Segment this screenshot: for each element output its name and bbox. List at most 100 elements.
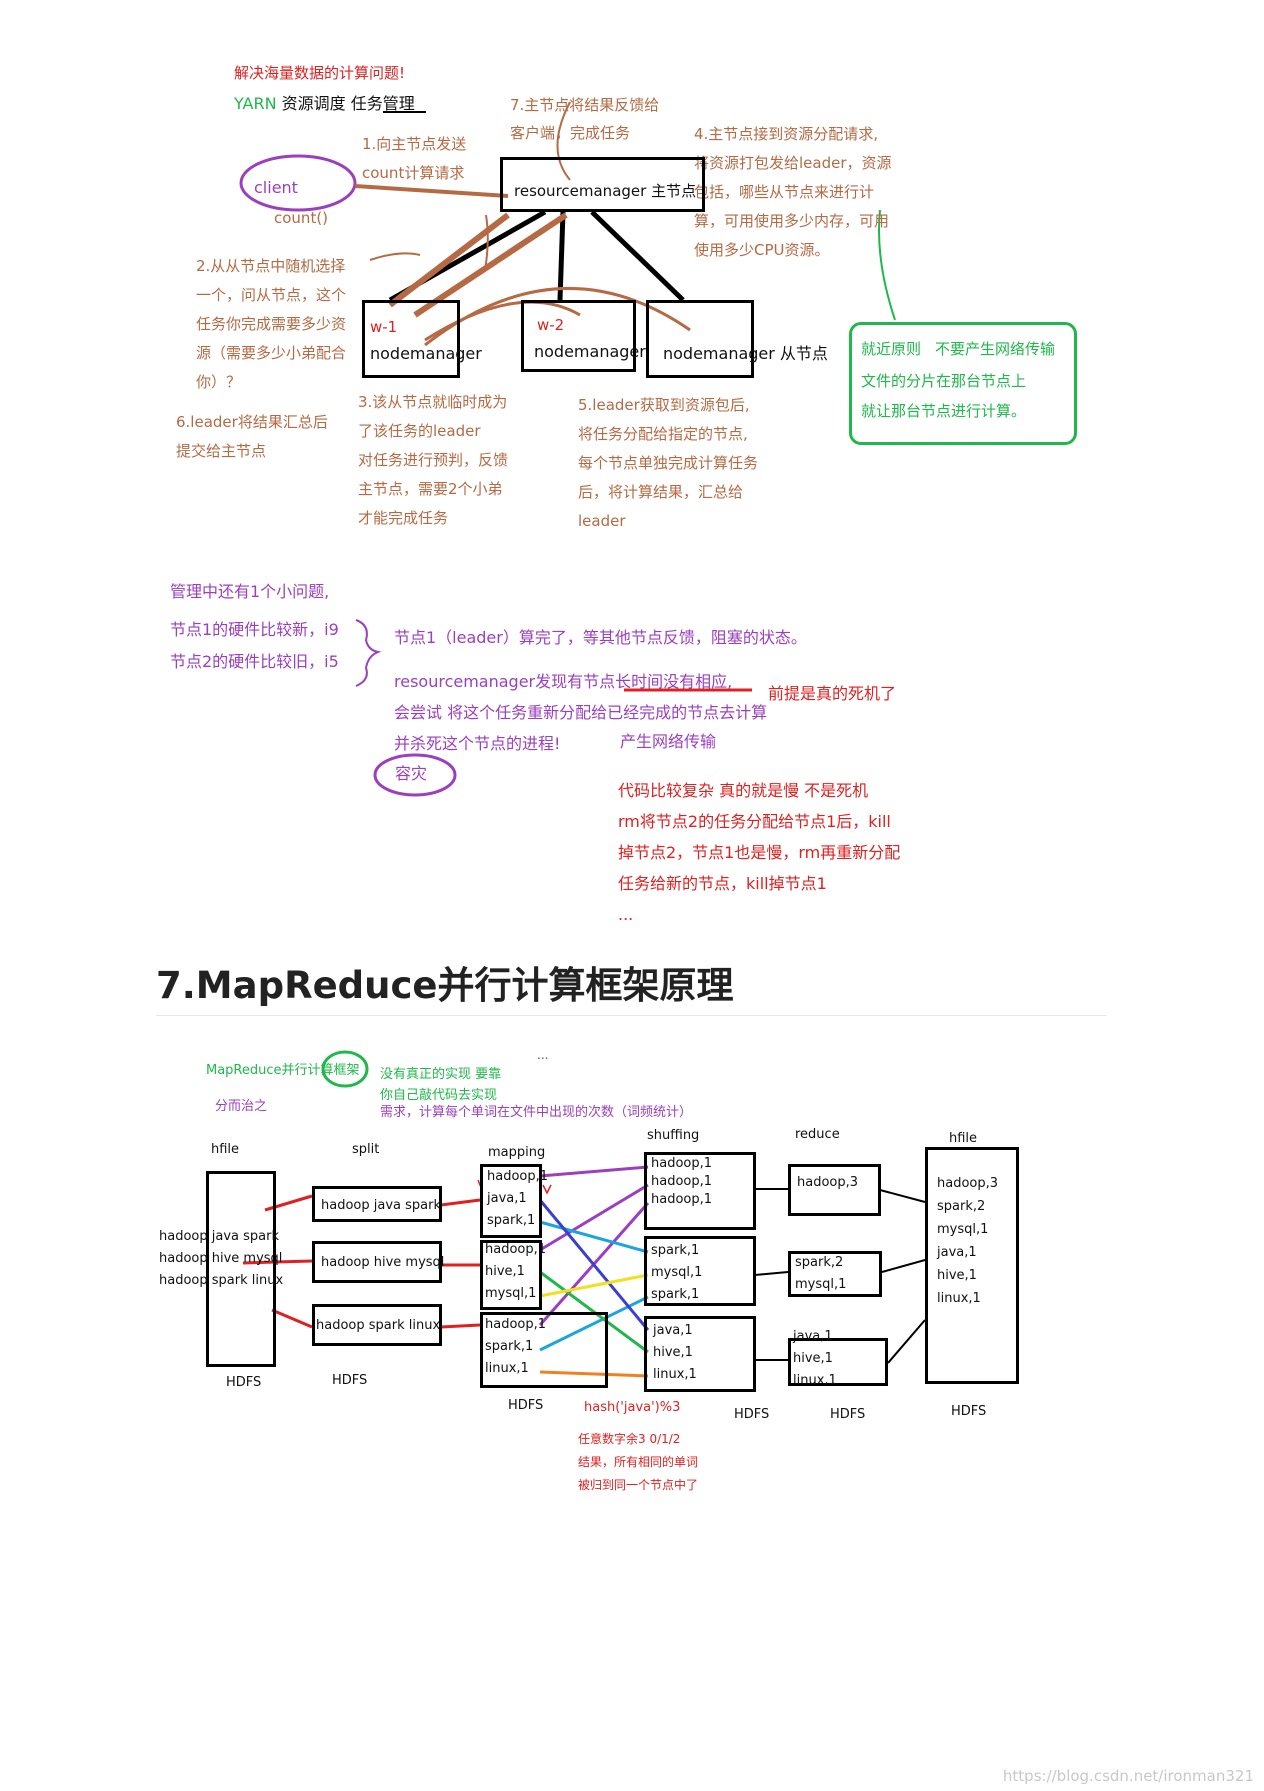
output-row-6: linux,1	[937, 1291, 981, 1306]
divide-label: 分而治之	[215, 1099, 268, 1114]
nodemanager-2-label: nodemanager	[534, 342, 646, 361]
squiggle-arrow-2	[484, 214, 489, 271]
output-list: hadoop,3 spark,2 mysql,1 java,1 hive,1 l…	[937, 1172, 998, 1310]
rm-nm3-line	[590, 210, 685, 302]
step4-line4: 算，可用使用多少内存，可用	[694, 212, 890, 230]
yarn-manage: 管理	[382, 94, 415, 113]
para1: 节点1（leader）算完了，等其他节点反馈，阻塞的状态。	[394, 628, 807, 647]
hdfs-label-1: HDFS	[226, 1375, 262, 1390]
shuf-3-list: java,1 hive,1 linux,1	[653, 1320, 697, 1386]
disaster-label: 容灾	[395, 764, 428, 783]
proximity-line3: 就让那台节点进行计算。	[861, 402, 1027, 420]
header-shuffing: shuffing	[647, 1128, 700, 1143]
para3: 会尝试 将这个任务重新分配给已经完成的节点去计算	[394, 703, 768, 722]
step5-line1: 5.leader获取到资源包后,	[578, 396, 750, 414]
header-hfile-in: hfile	[211, 1142, 240, 1157]
para4: 并杀死这个节点的进程!	[394, 734, 561, 753]
output-row-2: spark,2	[937, 1199, 986, 1214]
step6-line1: 6.leader将结果汇总后	[176, 413, 328, 431]
reduce-1-row-1: hadoop,3	[797, 1175, 859, 1190]
output-row-4: java,1	[937, 1245, 977, 1260]
shuf-3-row-2: hive,1	[653, 1345, 693, 1360]
hash-note-2: 结果，所有相同的单词	[578, 1455, 699, 1469]
framework-circle	[321, 1050, 369, 1088]
hdfs-label-5: HDFS	[830, 1407, 866, 1422]
reduce-2-row-2: mysql,1	[795, 1277, 847, 1292]
para2-c: ,	[727, 672, 733, 691]
map-2-row-2: hive,1	[485, 1264, 525, 1279]
w2-label: w-2	[537, 316, 565, 334]
reduce-2-list: spark,2 mysql,1	[795, 1252, 846, 1296]
resourcemanager-label: resourcemanager 主节点	[514, 182, 697, 200]
map-3-list: hadoop,1 spark,1 linux,1	[485, 1314, 546, 1380]
proximity-line1: 不要产生网络传输	[935, 340, 1056, 358]
resourcemanager-box	[500, 157, 705, 212]
input-line-1: hadoop java spark	[159, 1229, 279, 1244]
map-1-row-1: hadoop,1	[487, 1169, 549, 1184]
step4-line3: 包括，哪些从节点来进行计	[694, 183, 875, 201]
hash-note-3: 被归到同一个节点中了	[578, 1478, 699, 1492]
yarn-title: YARN 资源调度 任务管理	[234, 94, 415, 114]
step4-line5: 使用多少CPU资源。	[694, 241, 830, 259]
header-reduce: reduce	[795, 1127, 840, 1142]
para2-b: 长时间没有相应	[615, 672, 728, 691]
map-2-row-3: mysql,1	[485, 1286, 537, 1301]
reduce-out-line-1	[879, 1189, 926, 1203]
output-hfile-box	[925, 1147, 1019, 1384]
step1-line1: 1.向主节点发送	[362, 135, 467, 153]
rm-nm2-line	[557, 211, 566, 301]
spark-line-2	[539, 1295, 649, 1352]
hdfs-label-6: HDFS	[951, 1404, 987, 1419]
nodemanager-3-box	[646, 300, 754, 378]
input-line-3: hadoop spark linux	[159, 1273, 284, 1288]
step3-line3: 对任务进行预判，反馈	[358, 451, 509, 469]
step3-line2: 了该任务的leader	[358, 422, 481, 440]
red-note-1: 代码比较复杂 真的就是慢 不是死机	[618, 781, 869, 800]
step5-line2: 将任务分配给指定的节点,	[578, 425, 748, 443]
proximity-box	[849, 322, 1077, 445]
step2-text: 2.从从节点中随机选择 一个，问从节点，这个 任务你完成需要多少资 源（需要多少…	[196, 252, 346, 397]
hdfs-label-2: HDFS	[332, 1373, 368, 1388]
reduce-box-2	[788, 1251, 882, 1297]
shuf-1-row-1: hadoop,1	[651, 1156, 713, 1171]
step1-line2: count计算请求	[362, 164, 465, 182]
java-line	[538, 1199, 650, 1331]
proximity-line2: 文件的分片在那台节点上	[861, 372, 1027, 390]
shuf-2-row-3: spark,1	[651, 1287, 700, 1302]
shuf-reduce-line-2	[754, 1271, 789, 1276]
step5-line4: 后，将计算结果，汇总给	[578, 483, 744, 501]
shuf-3-row-1: java,1	[653, 1323, 693, 1338]
reduce-box-3	[788, 1338, 888, 1386]
map-2-row-1: hadoop,1	[485, 1242, 547, 1257]
step6-text: 6.leader将结果汇总后 提交给主节点	[176, 408, 328, 466]
map-box-1	[480, 1164, 542, 1238]
map-3-row-2: spark,1	[485, 1339, 534, 1354]
reduce-box-1	[788, 1164, 881, 1216]
watermark: https://blog.csdn.net/ironman321	[1002, 1767, 1254, 1785]
w1-label: w-1	[370, 318, 398, 336]
client-label: client	[254, 178, 298, 197]
reduce-3-list: java,1 hive,1 linux,1	[793, 1326, 837, 1392]
step3-line5: 才能完成任务	[358, 509, 449, 527]
map-1-row-3: spark,1	[487, 1213, 536, 1228]
red-note-2: rm将节点2的任务分配给节点1后，kill	[618, 812, 891, 831]
step4-line2: 将资源打包发给leader，资源	[694, 154, 892, 172]
step3-line4: 主节点，需要2个小弟	[358, 480, 503, 498]
hash-label: hash('java')%3	[584, 1400, 681, 1415]
step3-text: 3.该从节点就临时成为 了该任务的leader 对任务进行预判，反馈 主节点，需…	[358, 388, 508, 533]
split-box-1	[312, 1186, 442, 1222]
map-3-row-1: hadoop,1	[485, 1317, 547, 1332]
para2-a: resourcemanager发现有节点	[394, 672, 616, 691]
step4-line1: 4.主节点接到资源分配请求,	[694, 125, 879, 143]
hdfs-label-3: HDFS	[508, 1398, 544, 1413]
node2-spec: 节点2的硬件比较旧，i5	[170, 652, 339, 671]
step2-line4: 源（需要多少小弟配合	[196, 344, 347, 362]
nodemanager-3-label: nodemanager 从节点	[663, 344, 828, 363]
output-row-3: mysql,1	[937, 1222, 989, 1237]
hfile-split-line-3	[271, 1308, 313, 1329]
step5-text: 5.leader获取到资源包后, 将任务分配给指定的节点, 每个节点单独完成计算…	[578, 391, 758, 536]
step2-line1: 2.从从节点中随机选择	[196, 257, 346, 275]
para4-note: 产生网络传输	[620, 732, 717, 751]
